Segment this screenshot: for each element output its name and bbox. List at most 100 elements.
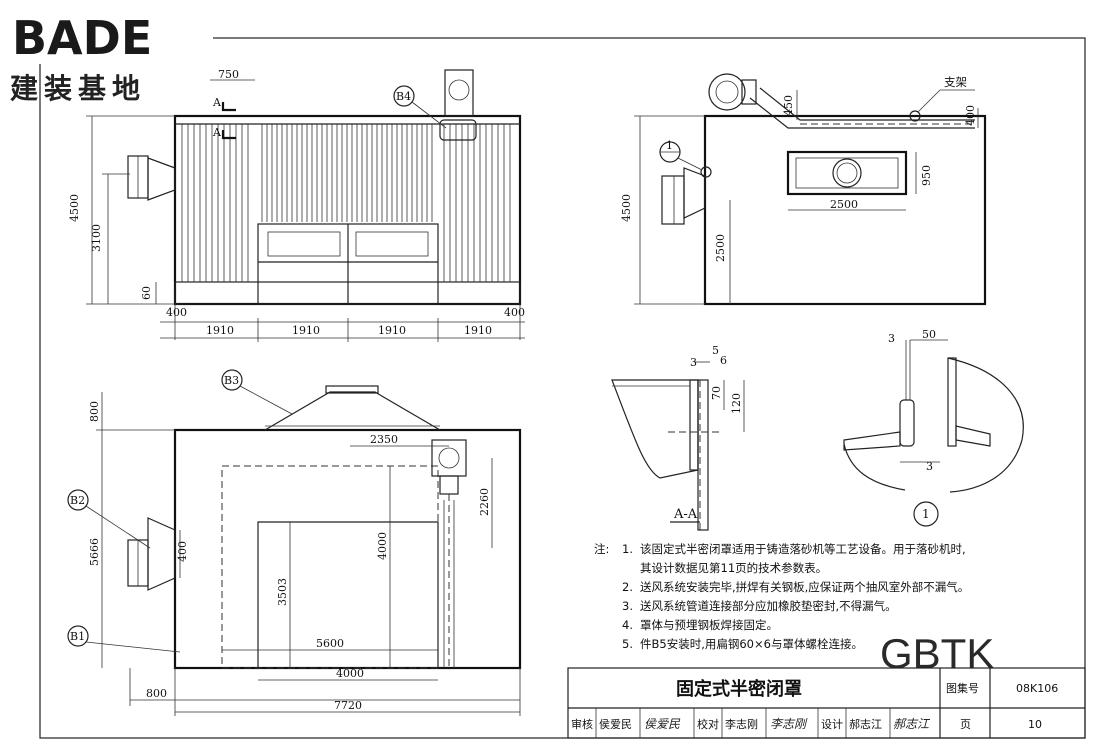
note-text: 件B5安装时,用扁钢60×6与罩体螺栓连接。 [640, 637, 863, 651]
page-number: 10 [1028, 718, 1042, 731]
plan-roof-hood [264, 391, 441, 431]
dim-60: 60 [140, 286, 153, 300]
dim-4500-side: 4500 [620, 194, 633, 222]
svg-text:B1: B1 [70, 630, 85, 643]
detail-1-label: 1 [922, 507, 930, 521]
note-text: 送风系统安装完毕,拼焊有关钢板,应保证两个抽风室外部不漏气。 [640, 580, 969, 594]
sheet-frame [39, 37, 1086, 739]
checker-signature: 李志刚 [770, 717, 808, 731]
side-fan [708, 73, 746, 111]
detail-1: 3 50 3 1 [843, 328, 1024, 527]
note-number: 5. [622, 637, 633, 651]
detail-a-a: 3 5 6 70 120 A-A [611, 344, 745, 531]
dim-800-top: 800 [88, 401, 101, 422]
bade-logo: BADE 建装基地 [8, 6, 213, 105]
front-inlet-cone [147, 157, 176, 201]
balloon-b2 [67, 489, 89, 511]
front-bottom-dim: 1910 [464, 324, 492, 337]
dim-4000-vertical: 4000 [376, 532, 389, 560]
check-label: 校对 [697, 717, 719, 731]
dim-aa-6: 6 [720, 354, 727, 367]
side-body-outline [703, 114, 987, 306]
dim-400-plan: 400 [176, 541, 189, 562]
svg-text:B4: B4 [396, 90, 411, 103]
dim-aa-3: 3 [690, 356, 697, 369]
balloon-b4 [393, 85, 415, 107]
dim-aa-5: 5 [712, 344, 719, 357]
detail-aa-label: A-A [673, 507, 698, 522]
svg-text:B3: B3 [224, 374, 239, 387]
note-number: 1. [622, 542, 633, 556]
dim-4500-front: 4500 [68, 194, 81, 222]
note-text: 罩体与预埋钢板焊接固定。 [640, 618, 778, 632]
front-bottom-dim: 1910 [206, 324, 234, 337]
front-bottom-dim: 400 [504, 306, 525, 319]
side-opening [786, 150, 908, 196]
balloon-b1 [67, 625, 89, 647]
dim-950: 950 [920, 165, 933, 186]
dim-7720: 7720 [334, 699, 362, 712]
front-cladding-right [443, 124, 511, 282]
front-bottom-dimensions: 400 1910 1910 1910 1910 400 [166, 306, 525, 342]
page-label: 页 [960, 718, 971, 731]
dim-aa-120: 120 [730, 393, 743, 414]
dim-2260: 2260 [478, 488, 491, 516]
dim-1-50: 50 [922, 328, 936, 341]
section-mark-a-top: A [212, 96, 222, 109]
section-mark-a-bottom: A [212, 126, 222, 139]
plan-inlet-cone [147, 517, 176, 591]
plan-view: B3 B2 B1 800 5666 400 2350 2260 [67, 369, 522, 716]
dim-1-3-bottom: 3 [926, 460, 933, 473]
front-cladding-left [181, 124, 249, 282]
atlas-number: 08K106 [1016, 682, 1058, 695]
svg-text:1: 1 [666, 139, 673, 152]
dim-800-bottom: 800 [146, 687, 167, 700]
note-text: 其设计数据见第11页的技术参数表。 [640, 561, 827, 575]
drawing-title: 固定式半密闭罩 [676, 678, 802, 700]
svg-text:B2: B2 [70, 494, 85, 507]
notes: 注: 1. 该固定式半密闭罩适用于铸造落砂机等工艺设备。用于落砂机时, 其设计数据见… [594, 542, 969, 651]
review-label: 审核 [571, 717, 593, 731]
reviewer-signature: 侯爱民 [644, 717, 681, 731]
balloon-b3 [221, 369, 243, 391]
side-view: 支架 1 4500 2500 450 400 950 2500 [620, 73, 987, 306]
front-cladding-middle [261, 124, 433, 222]
dim-750: 750 [218, 68, 239, 81]
front-view: B4 750 A A 4500 3100 60 400 1910 1910 1910 1… [68, 68, 525, 342]
note-number: 3. [622, 599, 633, 613]
dim-2500-horizontal: 2500 [830, 198, 858, 211]
design-label: 设计 [821, 718, 843, 731]
front-fan [444, 69, 474, 117]
note-number: 2. [622, 580, 633, 594]
dim-400-side: 400 [964, 105, 977, 126]
dim-3503: 3503 [276, 578, 289, 606]
note-number: 4. [622, 618, 633, 632]
support-label: 支架 [944, 75, 967, 89]
dim-5600: 5600 [316, 637, 344, 650]
reviewer-name: 侯爱民 [599, 717, 632, 731]
plan-fan [431, 439, 467, 477]
note-text: 送风系统管道连接部分应加橡胶垫密封,不得漏气。 [640, 599, 897, 613]
watermark-gbtk: GBTK [880, 630, 994, 677]
designer-signature: 郝志江 [893, 717, 931, 731]
title-block: 固定式半密闭罩 图集号 08K106 审核 侯爱民 侯爱民 校对 李志刚 李志刚… [567, 667, 1086, 739]
dim-2500-vertical: 2500 [714, 234, 727, 262]
designer-name: 郝志江 [849, 717, 882, 731]
atlas-label: 图集号 [946, 681, 979, 695]
dim-3100: 3100 [90, 224, 103, 252]
dim-450: 450 [782, 95, 795, 116]
plan-door-opening [257, 521, 439, 668]
dim-4000-horizontal: 4000 [336, 667, 364, 680]
logo-subtitle: 建装基地 [10, 72, 146, 105]
detail-1-balloon [913, 501, 939, 527]
dim-aa-70: 70 [710, 386, 723, 400]
note-text: 该固定式半密闭罩适用于铸造落砂机等工艺设备。用于落砂机时, [640, 542, 966, 556]
dim-2350: 2350 [370, 433, 398, 446]
side-duct [759, 87, 975, 121]
dim-1-3-top: 3 [888, 332, 895, 345]
front-bottom-dim: 1910 [378, 324, 406, 337]
front-bottom-dim: 1910 [292, 324, 320, 337]
front-bottom-dim: 400 [166, 306, 187, 319]
notes-prefix: 注: [594, 542, 609, 556]
